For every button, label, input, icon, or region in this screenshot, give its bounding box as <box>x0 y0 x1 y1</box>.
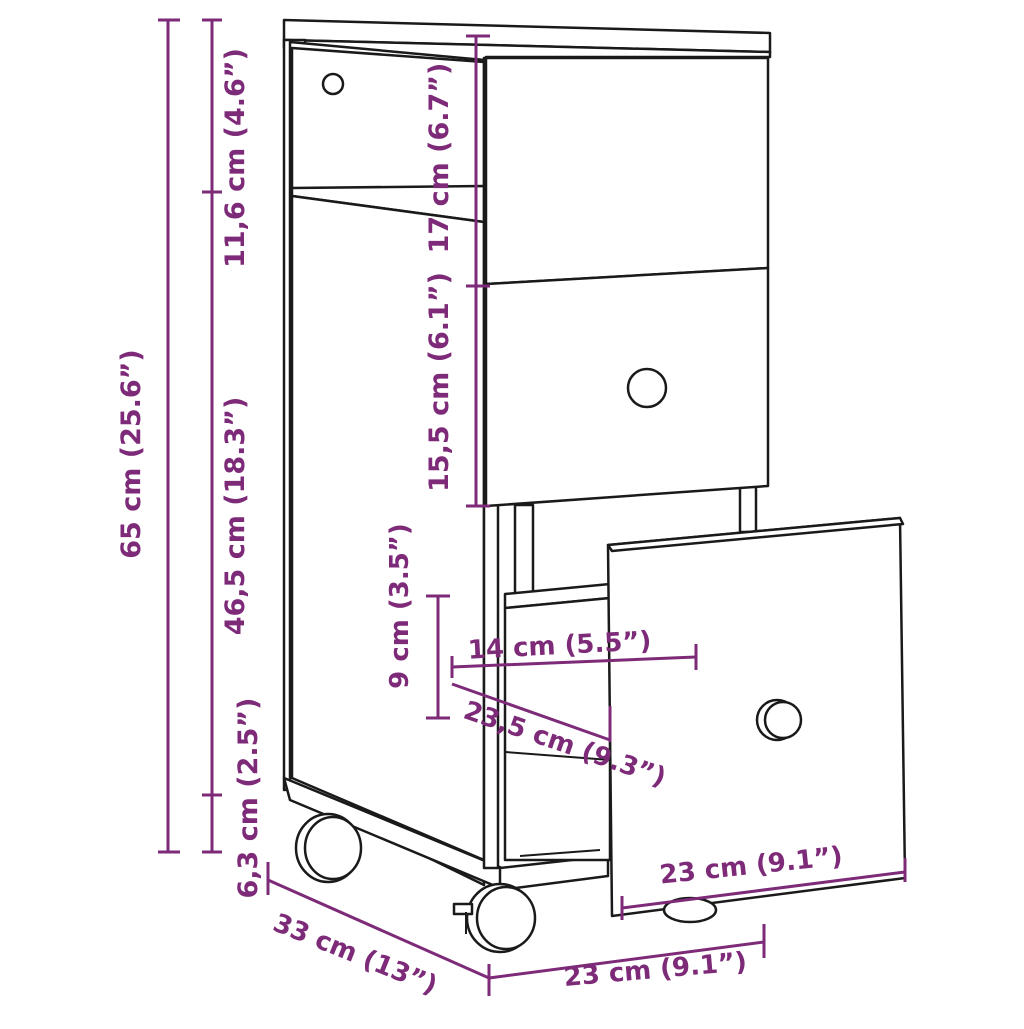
inner-drawer-bottom-edge <box>504 751 611 761</box>
top-drawer-front <box>484 56 770 286</box>
lower-drawer-knob-face <box>763 700 803 740</box>
inner-frame-post <box>513 503 535 597</box>
middle-drawer-knob-icon <box>626 367 668 409</box>
body-height-label: 46,5 cm (18.3”) <box>220 397 251 636</box>
width-label: 23 cm (9.1”) <box>562 947 748 993</box>
wheel-back-left-icon <box>294 812 363 884</box>
wheel-front-icon <box>452 882 537 954</box>
inner-depth-line <box>451 682 611 742</box>
top-drawer-height-label: 17 cm (6.7”) <box>424 63 455 254</box>
top-shelf-height-label: 11,6 cm (4.6”) <box>220 48 251 268</box>
inner-drawer-height-label: 9 cm (3.5”) <box>385 523 415 689</box>
front-frame-right <box>738 480 758 534</box>
middle-drawer-height-label: 15,5 cm (6.1”) <box>424 272 455 492</box>
depth-label: 33 cm (13”) <box>269 908 441 1001</box>
width-line <box>488 940 765 980</box>
depth-line <box>267 878 490 980</box>
dimension-lines <box>158 18 907 996</box>
wheel-height-label: 6,3 cm (2.5”) <box>233 697 264 898</box>
inner-width-line <box>451 655 697 669</box>
cabinet-drawing <box>282 18 907 954</box>
inner-drawer-floor <box>519 849 601 857</box>
wheel-brake-icon <box>452 902 474 916</box>
total-height-label: 65 cm (25.6”) <box>116 349 147 559</box>
lower-drawer-top-edge <box>606 516 905 553</box>
drawer-front-width-line <box>621 870 906 910</box>
cable-hole-icon <box>321 72 345 96</box>
